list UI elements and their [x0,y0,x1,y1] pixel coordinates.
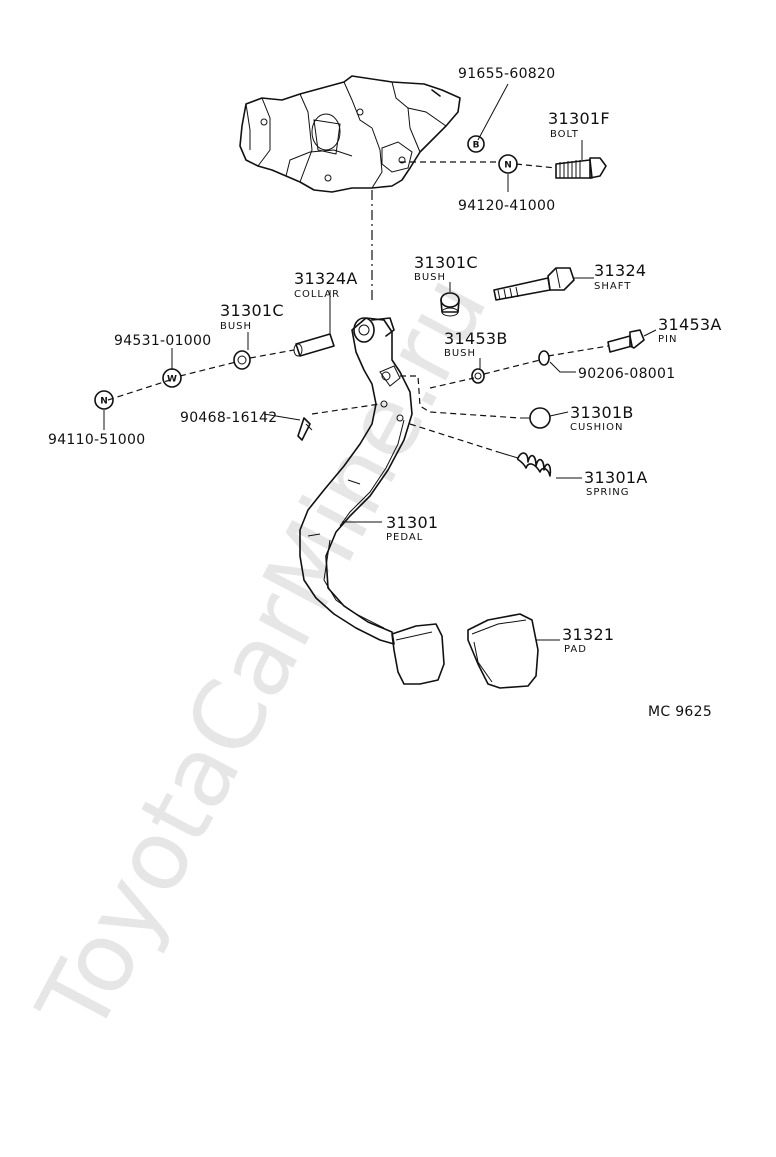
pin-part [607,329,645,353]
pad-part [467,613,539,689]
label-31301-name: PEDAL [386,532,423,543]
bolt-part [555,157,607,179]
label-31301C-left-name: BUSH [220,321,252,332]
label-31324A-name: COLLAR [294,289,340,300]
marker-n-top-label: N [504,161,512,171]
spring-part [497,451,552,477]
label-31301C-left-number: 31301C [220,301,284,320]
label-31301A-number: 31301A [584,468,648,487]
label-91655: 91655-60820 [458,66,555,82]
bush-left-part [233,350,251,370]
diagram-code: MC 9625 [648,704,712,720]
marker-w-label: W [167,375,177,385]
marker-n-top: N [498,154,518,174]
label-90206: 90206-08001 [578,366,675,382]
label-31321-number: 31321 [562,625,614,644]
label-94110: 94110-51000 [48,432,145,448]
label-31324A-number: 31324A [294,269,358,288]
label-31324-number: 31324 [594,261,646,280]
label-31301A-name: SPRING [586,487,630,498]
label-31453A-number: 31453A [658,315,722,334]
collar-part [293,333,335,357]
marker-w: W [162,368,182,388]
pedal-bracket [239,75,461,193]
label-31301-number: 31301 [386,513,438,532]
washer-part [538,350,550,366]
marker-b: B [467,135,485,153]
bush-top-part [440,292,460,317]
leader-lines [103,83,657,641]
label-31453B-name: BUSH [444,348,476,359]
clip-part [297,417,313,441]
label-31453A-name: PIN [658,334,677,345]
pedal-pad-installed [391,623,445,685]
label-31301F-name: BOLT [550,129,579,140]
label-31301C-top-number: 31301C [414,253,478,272]
bush-small-part [471,368,485,384]
label-94531: 94531-01000 [114,333,211,349]
watermark: ToyotaCarMine.ru [16,258,509,1052]
label-31453B-number: 31453B [444,329,508,348]
marker-b-label: B [473,141,480,151]
label-90468: 90468-16142 [180,410,277,426]
label-31301B-name: CUSHION [570,422,623,433]
label-31301F-number: 31301F [548,109,610,128]
marker-n-left: N [94,390,114,410]
label-31321-name: PAD [564,644,587,655]
marker-n-left-label: N [100,397,108,407]
label-94120: 94120-41000 [458,198,555,214]
label-31301B-number: 31301B [570,403,634,422]
label-31324-name: SHAFT [594,281,631,292]
label-31301C-top-name: BUSH [414,272,446,283]
cushion-part [520,407,551,429]
shaft-part [493,267,575,301]
